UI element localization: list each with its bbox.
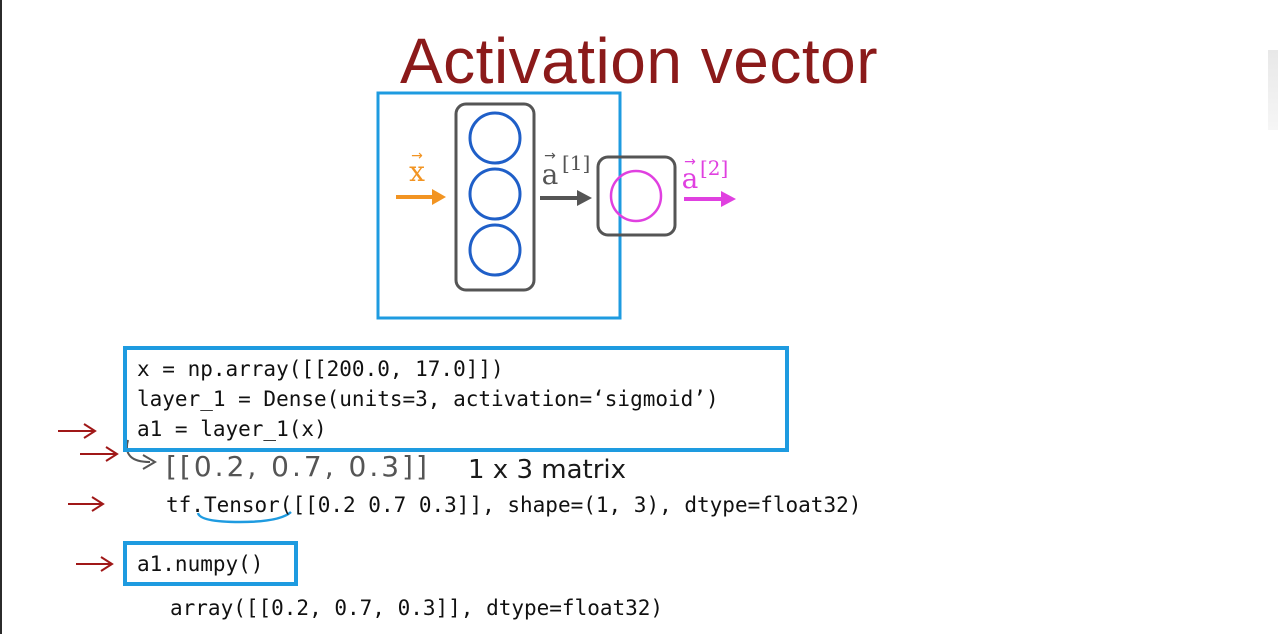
red-arrow-4 <box>76 556 114 572</box>
hidden-a-label: a <box>542 158 559 191</box>
code-line-1: x = np.array([[200.0, 17.0]]) <box>137 357 504 381</box>
neuron-2 <box>468 167 522 221</box>
neuron-3 <box>468 223 522 277</box>
code-box-main <box>123 346 789 452</box>
tensor-output: tf.Tensor([[0.2 0.7 0.3]], shape=(1, 3),… <box>166 490 861 520</box>
output-vector-arrow: → <box>684 154 696 170</box>
code-box-numpy <box>123 541 298 586</box>
tensor-rest: ([[0.2 0.7 0.3]], shape=(1, 3), dtype=fl… <box>279 493 862 517</box>
slide-title: Activation vector <box>399 25 879 97</box>
left-border <box>0 0 2 634</box>
tensor-word: Tensor <box>203 493 280 517</box>
red-arrow-2 <box>80 446 119 462</box>
output-neuron <box>609 169 663 223</box>
layer2-container <box>596 155 677 237</box>
handwritten-value: [[0.2, 0.7, 0.3]] <box>166 450 430 483</box>
matrix-shape-note: 1 x 3 matrix <box>468 455 627 485</box>
code-line-3: a1 = layer_1(x) <box>137 417 327 441</box>
input-vector-arrow: → <box>411 148 423 164</box>
output-superscript: [2] <box>700 156 728 180</box>
tensor-prefix: tf. <box>166 493 204 517</box>
layer1-highlight-box <box>376 91 622 320</box>
input-x-label: x <box>409 155 425 188</box>
input-arrowhead <box>432 189 446 205</box>
hand-pointer-arrow <box>126 439 157 470</box>
numpy-call: a1.numpy() <box>137 552 264 576</box>
layer1-container <box>454 102 536 292</box>
hidden-superscript: [1] <box>562 151 590 175</box>
red-arrow-3 <box>68 496 105 512</box>
scroll-indicator <box>1268 50 1278 130</box>
hidden-arrowhead <box>577 190 592 206</box>
hidden-vector-arrow: → <box>544 148 556 164</box>
output-a-label: a <box>682 162 699 195</box>
numpy-output: array([[0.2, 0.7, 0.3]], dtype=float32) <box>170 596 664 620</box>
red-arrow-1 <box>58 423 97 439</box>
output-arrowhead <box>721 191 736 207</box>
tensor-underline <box>196 511 292 524</box>
neuron-1 <box>468 111 522 165</box>
code-line-2: layer_1 = Dense(units=3, activation=‘sig… <box>137 387 719 411</box>
